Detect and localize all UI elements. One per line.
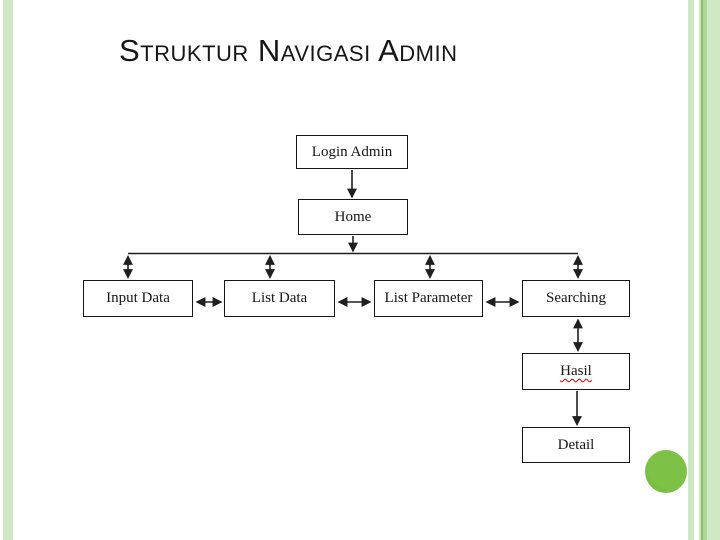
node-input-data: Input Data	[83, 280, 193, 317]
node-home-label: Home	[334, 208, 372, 225]
corner-circle-decoration	[645, 450, 687, 493]
node-input-data-label: Input Data	[106, 290, 170, 306]
left-accent-stripe	[3, 0, 13, 540]
node-hasil: Hasil	[522, 353, 630, 390]
node-list-parameter: List Parameter	[374, 280, 483, 317]
node-login-admin-label: Login Admin	[311, 143, 393, 160]
node-home: Home	[298, 199, 408, 235]
node-list-parameter-label: List Parameter	[384, 290, 473, 306]
node-login-admin: Login Admin	[296, 135, 408, 169]
right-accent-stripe-thin	[688, 0, 694, 540]
node-detail: Detail	[522, 427, 630, 463]
node-hasil-label: Hasil	[560, 363, 592, 379]
node-searching-label: Searching	[546, 290, 606, 306]
node-detail-label: Detail	[557, 436, 595, 453]
node-searching: Searching	[522, 280, 630, 317]
node-list-data: List Data	[224, 280, 335, 317]
node-list-data-label: List Data	[251, 290, 308, 306]
slide-title: Struktur Navigasi Admin	[119, 33, 458, 68]
right-accent-stripe-band	[699, 0, 720, 540]
